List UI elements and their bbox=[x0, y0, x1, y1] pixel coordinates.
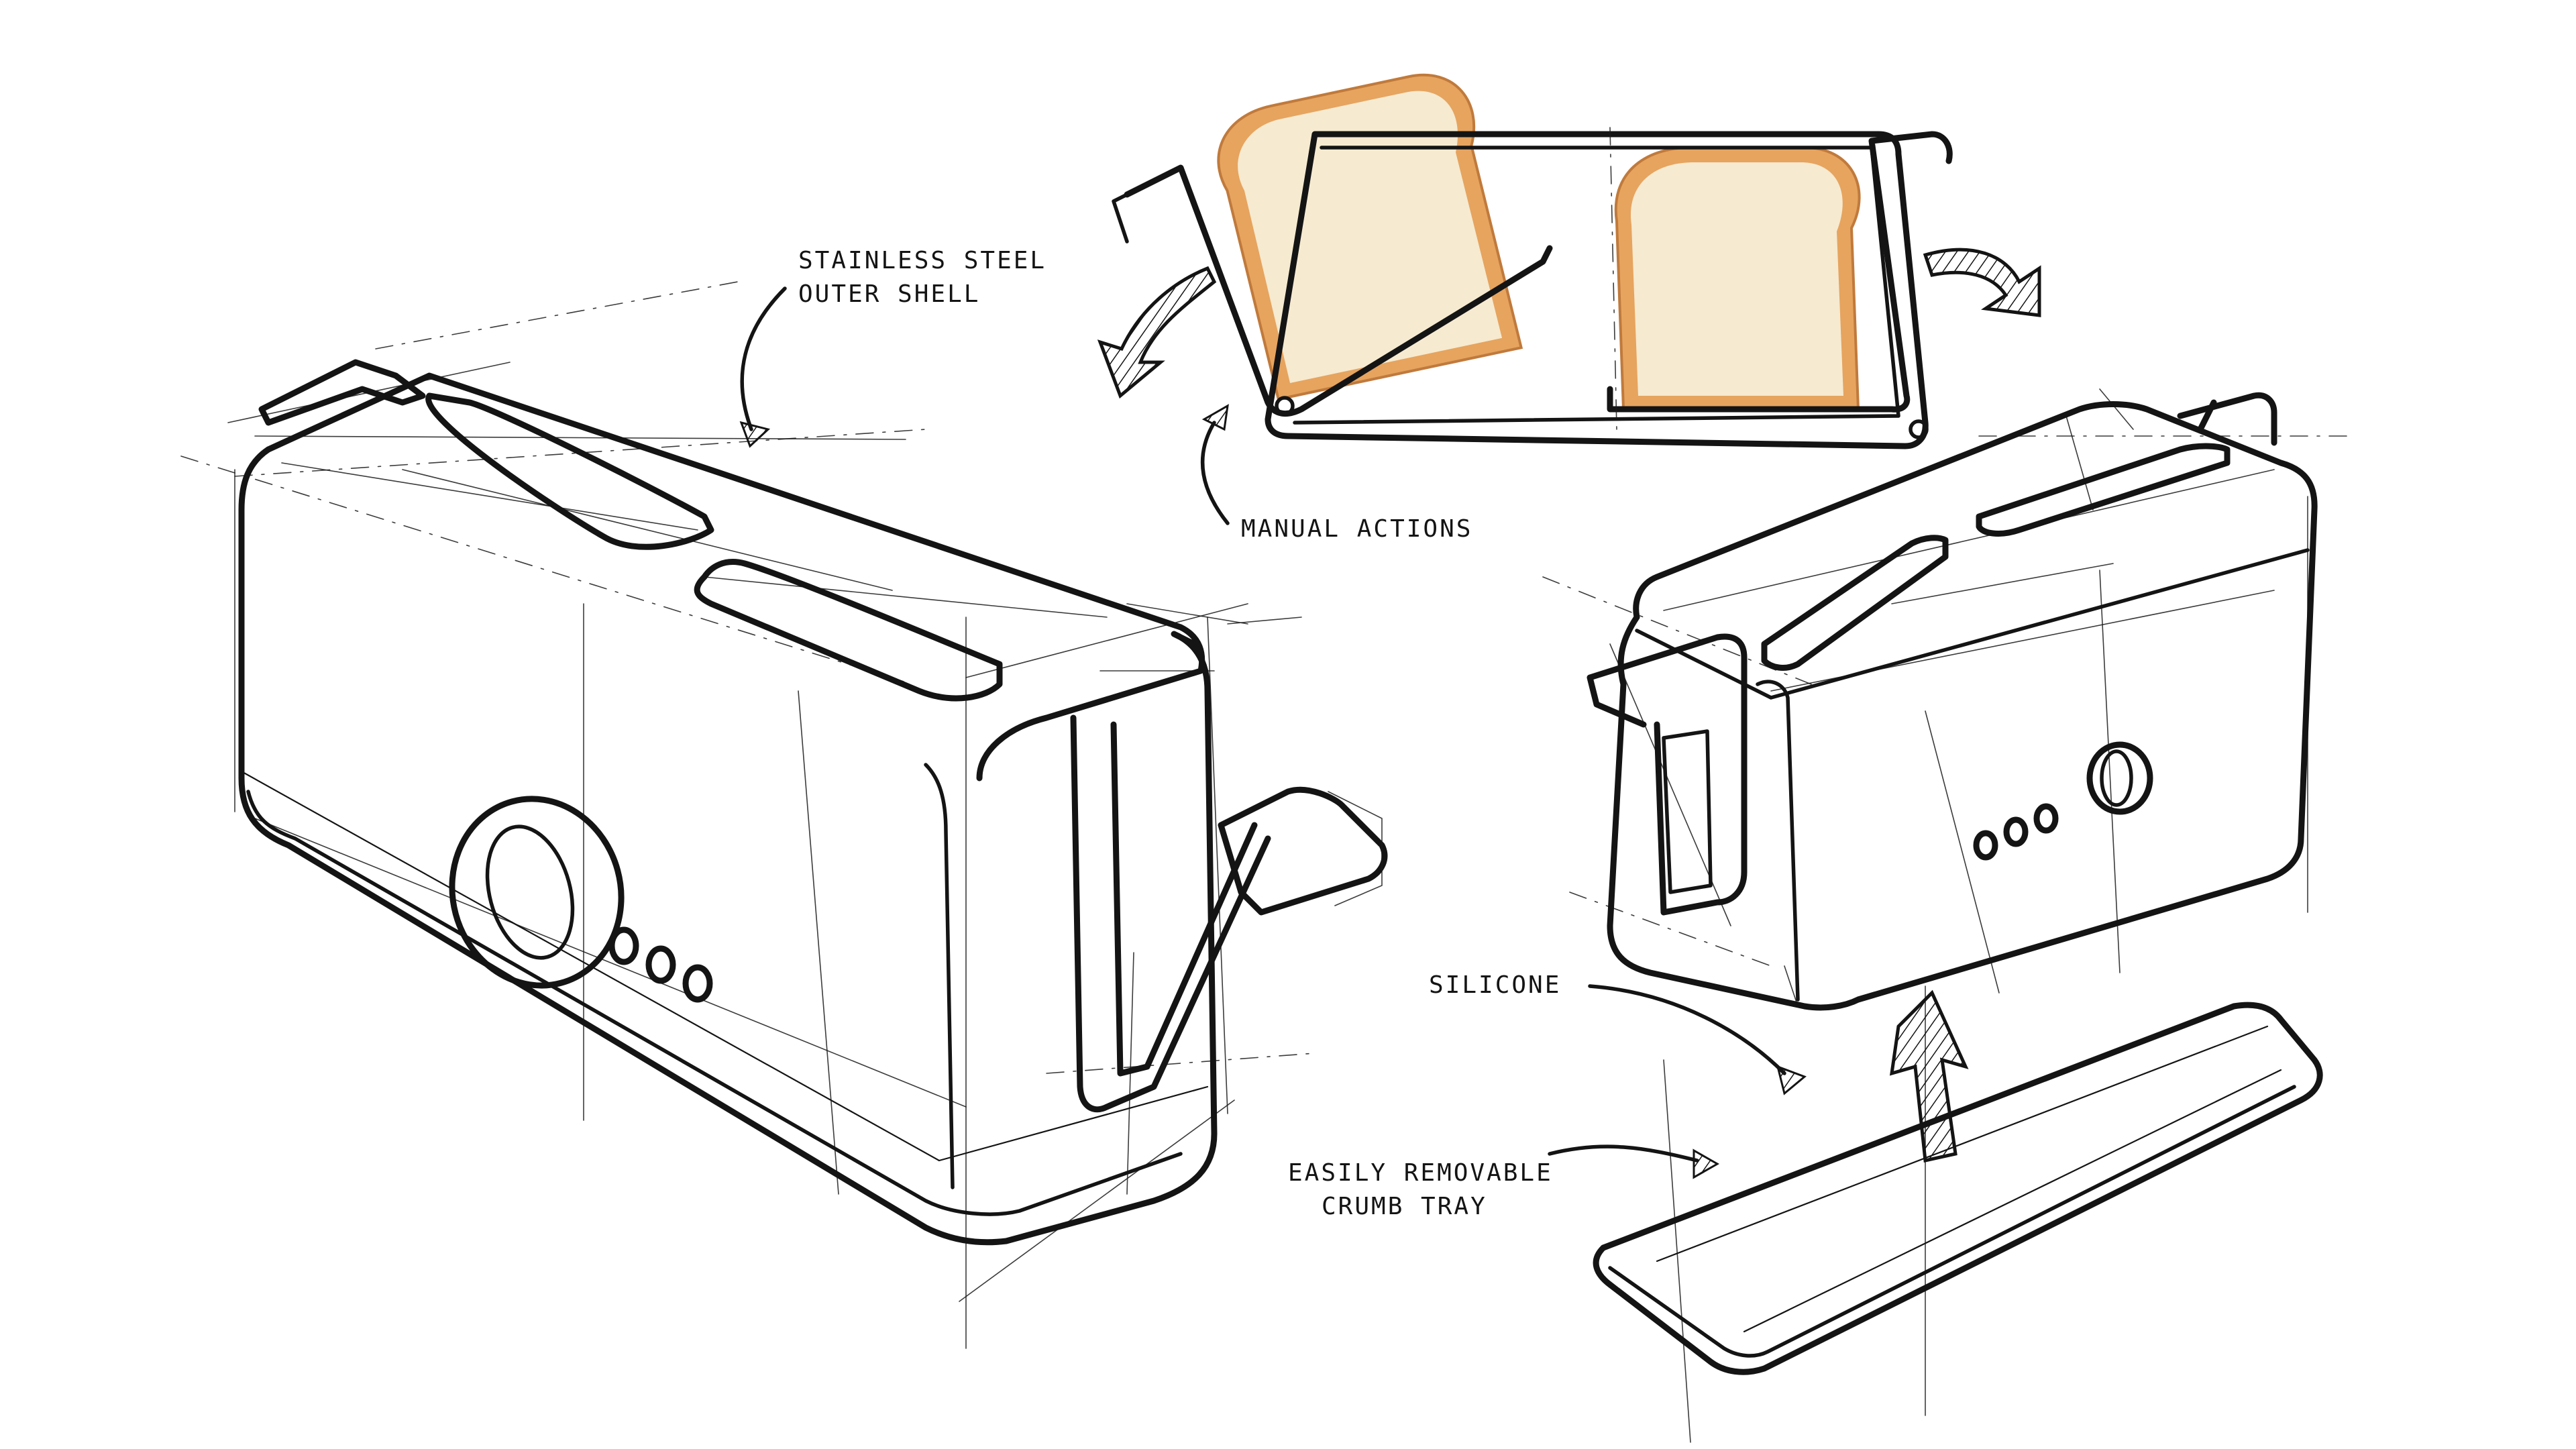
crumb-tray-inner-line bbox=[1656, 1025, 2269, 1263]
left-toaster-button-2 bbox=[645, 945, 676, 984]
right-toaster-dial-icon bbox=[2086, 741, 2153, 815]
left-toaster-back-handle bbox=[258, 359, 426, 426]
crumb-tray-lip bbox=[1608, 1085, 2296, 1358]
right-toaster-dial-inner bbox=[2100, 749, 2133, 807]
annotation-tray-leader bbox=[1548, 1144, 1699, 1163]
toast-rack-diagram bbox=[1097, 73, 2041, 449]
left-toaster-bottom-lip bbox=[246, 790, 1183, 1216]
annotation-manual-line-1: Manual actions bbox=[1241, 515, 1472, 543]
annotation-tray: Easily removable crumb tray bbox=[1288, 1144, 1720, 1220]
right-toaster-button-2 bbox=[2003, 816, 2029, 847]
annotation-shell-line-1: Stainless steel bbox=[798, 247, 1046, 274]
right-toaster-front-handle bbox=[1587, 633, 1748, 916]
bread-slice-right bbox=[1614, 146, 1861, 411]
left-toaster bbox=[180, 281, 1388, 1349]
flip-arrow-right-icon bbox=[1923, 248, 2041, 317]
left-toaster-front-handle bbox=[1070, 714, 1271, 1113]
annotation-silicone-leader bbox=[1588, 984, 1786, 1075]
annotation-silicone-arrowhead-icon bbox=[1776, 1065, 1807, 1095]
crumb-tray-outline bbox=[1593, 1002, 2323, 1375]
annotation-silicone-line-1: Silicone bbox=[1429, 971, 1561, 999]
toast-rack-inner-edge bbox=[1293, 146, 1900, 425]
left-toaster-slot-front bbox=[694, 559, 1003, 702]
right-toaster-buttons bbox=[1973, 803, 2059, 861]
right-toaster-handle-inner bbox=[1662, 729, 1713, 894]
right-toaster-front-edge bbox=[1756, 680, 1800, 1002]
annotation-silicone: Silicone bbox=[1429, 971, 1807, 1095]
left-toaster-top-face bbox=[265, 372, 1205, 782]
toast-rack-hinge-left bbox=[1275, 396, 1295, 416]
left-toaster-buttons bbox=[608, 926, 713, 1003]
annotation-manual-arrowhead-icon bbox=[1201, 404, 1229, 431]
annotation-shell: Stainless steel outer shell bbox=[739, 247, 1046, 448]
crumb-tray bbox=[1593, 985, 2323, 1443]
left-toaster-button-3 bbox=[682, 964, 713, 1003]
left-toaster-front-edge bbox=[924, 763, 955, 1189]
annotation-manual: Manual actions bbox=[1200, 404, 1472, 543]
left-toaster-slot-back bbox=[425, 392, 714, 550]
right-toaster-body-outline bbox=[1607, 401, 2318, 1011]
right-toaster-button-3 bbox=[2033, 803, 2059, 834]
toast-rack-right-door bbox=[1607, 131, 1953, 413]
right-toaster-button-1 bbox=[1973, 830, 1998, 861]
crumb-tray-inner-line-2 bbox=[1743, 1069, 2282, 1333]
annotation-tray-line-2: crumb tray bbox=[1322, 1193, 1487, 1220]
right-toaster-slot-back bbox=[1976, 443, 2231, 537]
toast-rack-hinge-right bbox=[1909, 419, 1929, 439]
annotation-shell-line-2: outer shell bbox=[798, 280, 980, 308]
left-toaster-construction-lines bbox=[180, 281, 1316, 1349]
right-toaster-slot-front bbox=[1761, 535, 1949, 671]
right-toaster-back-handle bbox=[2177, 392, 2277, 446]
annotation-manual-leader bbox=[1200, 421, 1230, 525]
left-toaster-button-1 bbox=[608, 926, 639, 965]
left-toaster-dial-icon bbox=[449, 796, 625, 989]
right-toaster bbox=[1542, 388, 2355, 1011]
left-toaster-body-outline bbox=[238, 446, 1218, 1246]
left-toaster-base-line bbox=[240, 770, 1209, 1162]
bread-slice-left bbox=[1217, 73, 1523, 401]
annotation-tray-line-1: Easily removable bbox=[1288, 1159, 1553, 1187]
annotation-shell-arrowhead-icon bbox=[739, 421, 771, 448]
crumb-tray-lift-arrow-icon bbox=[1889, 989, 1969, 1163]
annotation-tray-arrowhead-icon bbox=[1693, 1148, 1720, 1179]
left-toaster-dial-inner bbox=[485, 824, 575, 960]
flip-arrow-left-icon bbox=[1097, 266, 1217, 399]
annotation-shell-leader bbox=[740, 286, 787, 431]
right-toaster-top-edge bbox=[1635, 548, 2310, 700]
